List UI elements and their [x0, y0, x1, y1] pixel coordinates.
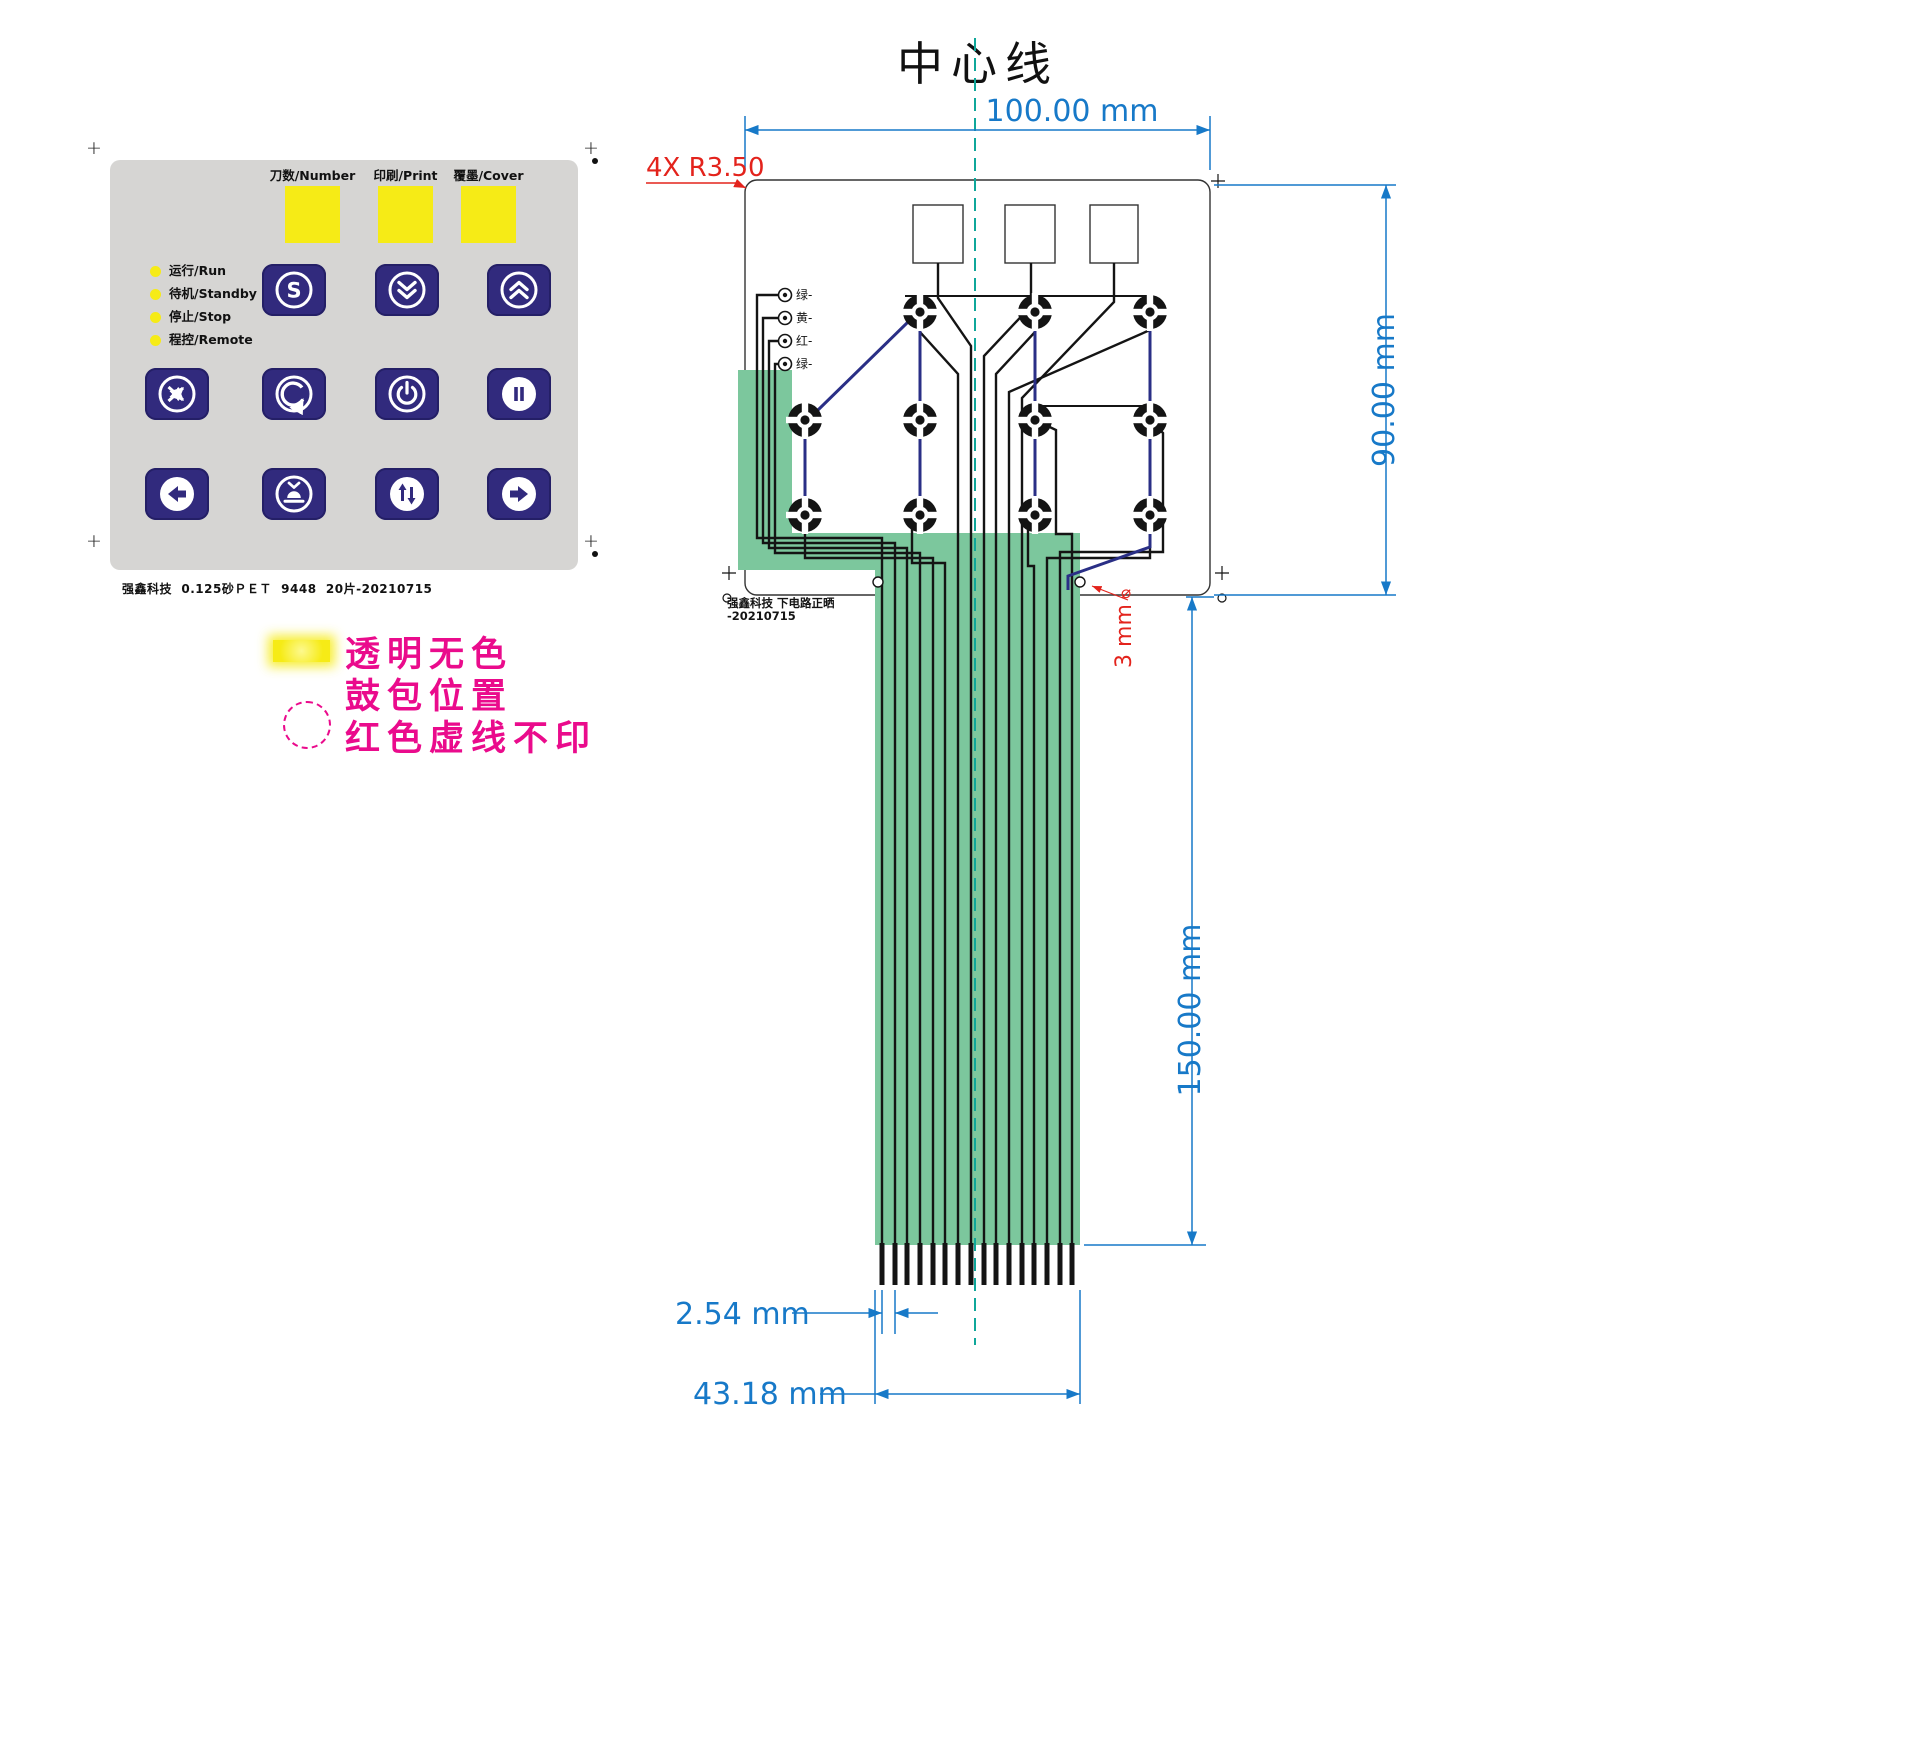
led-stop [150, 312, 161, 323]
connector-fingers [879, 1243, 1075, 1285]
dimension-lines [744, 116, 1396, 1404]
window-label-cover: 覆墨/Cover [453, 168, 524, 183]
dim-pitch: 2.54 mm [675, 1297, 810, 1332]
wire-labels: 绿- 黄- 红- 绿- [796, 287, 812, 371]
circuit-display-windows [912, 204, 1139, 264]
circuit-footer-line1: 强鑫科技 下电路正晒 [727, 596, 835, 610]
led-run [150, 266, 161, 277]
led-label-remote: 程控/Remote [169, 332, 253, 347]
registration-dot [592, 551, 598, 557]
dim-tail-length: 150.00 mm [1173, 924, 1208, 1097]
chevron-double-up-icon [500, 271, 538, 309]
keypad-button-right[interactable] [487, 468, 551, 520]
circuit-footer-line2: -20210715 [727, 609, 796, 623]
registration-cross: + [86, 530, 102, 552]
press-icon [275, 475, 313, 513]
display-window-number [285, 186, 340, 243]
hole-diameter: 3 mm [1112, 604, 1137, 668]
led-label-stop: 停止/Stop [169, 309, 232, 324]
legend-line-1: 透明无色 [345, 635, 514, 675]
window-label-print: 印刷/Print [373, 168, 438, 183]
s-icon: S [275, 271, 313, 309]
registration-dot [592, 158, 598, 164]
dim-tail-width: 43.18 mm [693, 1377, 847, 1412]
display-window-print [378, 186, 433, 243]
wire-label-yellow: 黄- [796, 311, 812, 325]
legend-yellow-swatch [273, 640, 330, 662]
hole-diameter-symbol: ⌀ [1121, 583, 1131, 603]
registration-cross: + [583, 530, 599, 552]
window-label-number: 刀数/Number [269, 168, 356, 183]
led-remote [150, 335, 161, 346]
dimension-texts: 100.00 mm 90.00 mm 150.00 mm 2.54 mm 43.… [675, 94, 1402, 1412]
legend-line-3: 红色虚线不印 [345, 719, 598, 759]
legend-line-2: 鼓包位置 [345, 677, 514, 717]
keypad-button-pause[interactable] [487, 368, 551, 420]
ribbon-cable-area [738, 370, 1080, 1245]
keypad-spec-footer: 强鑫科技 0.125砂ＰＥＴ 9448 20片-20210715 [122, 582, 433, 596]
arrow-left-icon [160, 477, 194, 511]
led-standby [150, 289, 161, 300]
keypad-button-rotate[interactable] [262, 368, 326, 420]
shuffle-icon [158, 375, 196, 413]
arrow-up-down-icon [390, 477, 424, 511]
dim-height: 90.00 mm [1367, 313, 1402, 467]
keypad-button-left[interactable] [145, 468, 209, 520]
keypad-button-s[interactable]: S [262, 264, 326, 316]
led-label-standby: 待机/Standby [169, 286, 257, 301]
wire-label-green1: 绿- [796, 287, 812, 302]
membrane-keypad-panel: 刀数/Number 印刷/Print 覆墨/Cover 运行/Run 待机/St… [110, 160, 578, 570]
registration-marks [722, 174, 1229, 603]
registration-cross: + [583, 137, 599, 159]
pause-icon [502, 377, 536, 411]
keypad-button-page-up[interactable] [487, 264, 551, 316]
dim-width: 100.00 mm [986, 94, 1159, 129]
registration-cross: + [86, 137, 102, 159]
keypad-button-up-down[interactable] [375, 468, 439, 520]
arrow-right-icon [502, 477, 536, 511]
centerline-title: 中心线 [897, 37, 1059, 91]
keypad-button-power[interactable] [375, 368, 439, 420]
circuit-panel-outline [744, 179, 1211, 596]
power-icon [388, 375, 426, 413]
legend-dashed-circle [283, 701, 331, 749]
keypad-button-shuffle[interactable] [145, 368, 209, 420]
led-label-run: 运行/Run [169, 263, 226, 278]
keypad-button-page-down[interactable] [375, 264, 439, 316]
wire-label-red: 红- [796, 333, 812, 348]
display-window-cover [461, 186, 516, 243]
chevron-double-down-icon [388, 271, 426, 309]
wire-label-green2: 绿- [796, 356, 812, 371]
red-annotations: 4X R3.50 ⌀ 3 mm [646, 153, 1137, 668]
corner-radius-note: 4X R3.50 [646, 153, 765, 183]
rotate-icon [275, 375, 313, 416]
s-label: S [286, 279, 301, 303]
keypad-button-press[interactable] [262, 468, 326, 520]
